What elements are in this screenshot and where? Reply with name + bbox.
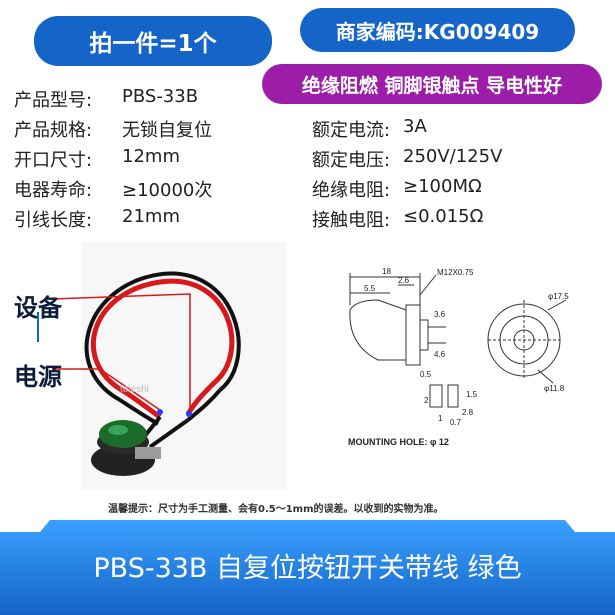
dia-11-8: φ11.8 (544, 384, 565, 393)
footer-title: PBS-33B 自复位按钮开关带线 绿色 (93, 553, 522, 584)
spec-type: 产品规格: 无锁自复位 (14, 116, 212, 142)
dim-0-5: 0.5 (420, 370, 432, 379)
spec-value: ≥100MΩ (403, 176, 482, 197)
spec-lifespan: 电器寿命: ≥10000次 (14, 176, 212, 202)
dim-1: 1 (438, 414, 443, 423)
watermark: teleshi (120, 384, 149, 395)
spec-label: 额定电流: (312, 120, 391, 141)
dimension-drawing: 18 2.6 5.5 M12X0.75 3.6 4.6 0.5 1.5 2 2.… (348, 267, 569, 447)
dim-2: 2 (424, 396, 429, 405)
spec-value: 12mm (122, 146, 180, 167)
spec-value: 无锁自复位 (122, 120, 212, 141)
side-view-cap (349, 299, 407, 361)
spec-voltage: 额定电压: 250V/125V (312, 146, 502, 172)
product-photo: teleshi (37, 242, 286, 490)
dim-3-6: 3.6 (434, 310, 446, 319)
dim-1-5: 1.5 (466, 390, 478, 399)
tag-power: 电源 (14, 363, 62, 391)
tag-device: 设备 (14, 294, 62, 322)
red-wire (90, 278, 235, 395)
spec-label: 产品规格: (14, 120, 93, 141)
merchant-code-badge: 商家编码:KG009409 (300, 8, 575, 52)
dim-2-8: 2.8 (462, 408, 474, 417)
side-view-body (405, 304, 421, 366)
dia-17-5: φ17.5 (548, 292, 569, 301)
dim-2-6: 2.6 (398, 276, 410, 285)
spec-value: ≥10000次 (122, 180, 213, 201)
callout-device-line (51, 293, 191, 412)
spec-label: 额定电压: (312, 150, 391, 171)
spec-label: 接触电阻: (312, 210, 391, 231)
spec-label: 引线长度: (14, 210, 93, 231)
dim-5-5: 5.5 (364, 284, 376, 293)
spec-label: 开口尺寸: (14, 150, 93, 171)
spec-lead-length: 引线长度: 21mm (14, 206, 180, 232)
spec-value: ≤0.015Ω (403, 206, 484, 227)
spec-label: 电器寿命: (14, 180, 93, 201)
footer-banner (0, 520, 615, 615)
merchant-code: 商家编码:KG009409 (335, 19, 540, 44)
features-text: 绝缘阻燃 铜脚银触点 导电性好 (301, 74, 563, 97)
dim-thread: M12X0.75 (437, 268, 474, 277)
spec-label: 绝缘电阻: (312, 180, 391, 201)
spec-insulation: 绝缘电阻: ≥100MΩ (312, 176, 482, 202)
quantity-badge: 拍一件=1个 (34, 16, 272, 66)
spec-contact-resistance: 接触电阻: ≤0.015Ω (312, 206, 483, 232)
spec-label: 产品型号: (14, 90, 93, 111)
dim-18: 18 (382, 267, 391, 276)
dim-0-7: 0.7 (450, 418, 462, 427)
spec-value: 3A (403, 116, 427, 137)
callout-power-line (52, 368, 161, 411)
spec-model: 产品型号: PBS-33B (14, 86, 198, 112)
spec-value: 250V/125V (403, 146, 503, 167)
black-wire (84, 271, 241, 402)
quantity-label: 拍一件=1个 (89, 31, 217, 57)
spec-value: PBS-33B (122, 86, 199, 107)
dim-4-6: 4.6 (434, 350, 446, 359)
features-badge: 绝缘阻燃 铜脚银触点 导电性好 (262, 64, 602, 104)
mounting-hole: MOUNTING HOLE: φ 12 (348, 437, 449, 447)
spec-value: 21mm (122, 206, 180, 227)
measurement-note: 温馨提示：尺寸为手工测量、会有0.5～1mm的误差。以收到的实物为准。 (108, 504, 444, 515)
spec-current: 额定电流: 3A (312, 116, 427, 142)
spec-opening: 开口尺寸: 12mm (14, 146, 180, 172)
